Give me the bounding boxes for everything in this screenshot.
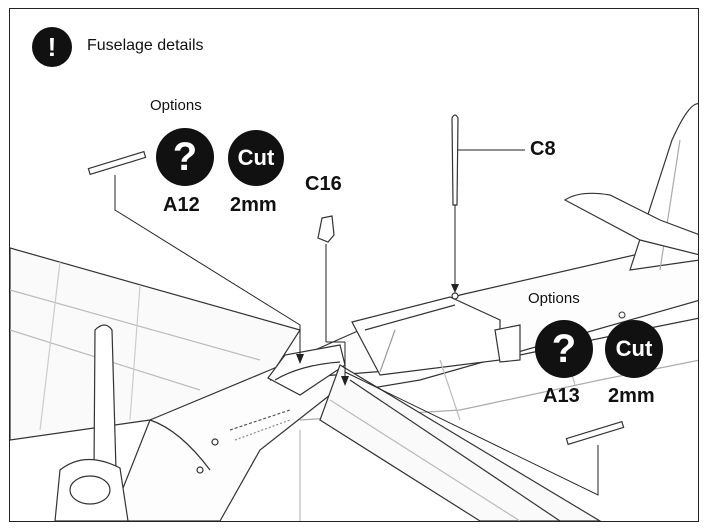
section-title: Fuselage details bbox=[87, 37, 204, 54]
part-c16 bbox=[317, 215, 335, 243]
cockpit-opening bbox=[267, 344, 346, 396]
question-icon: ? bbox=[535, 320, 593, 378]
warning-icon: ! bbox=[32, 27, 72, 67]
part-label-a13: A13 bbox=[543, 385, 580, 407]
propeller-blade bbox=[93, 324, 117, 475]
options-right-title: Options bbox=[528, 290, 580, 307]
length-label-right: 2mm bbox=[608, 385, 655, 407]
callout-c16: C16 bbox=[305, 173, 342, 195]
cut-icon: Cut bbox=[605, 320, 663, 378]
options-left-title: Options bbox=[150, 97, 202, 114]
right-wing bbox=[319, 364, 602, 521]
part-a12-rod bbox=[87, 150, 147, 176]
part-c8-antenna bbox=[451, 114, 459, 206]
length-label-left: 2mm bbox=[230, 194, 277, 216]
question-icon: ? bbox=[156, 128, 214, 186]
callout-c8: C8 bbox=[530, 138, 556, 160]
part-a13-rod bbox=[565, 420, 625, 446]
part-label-a12: A12 bbox=[163, 194, 200, 216]
cut-icon: Cut bbox=[228, 130, 284, 186]
tail-stabilizer bbox=[563, 192, 698, 256]
